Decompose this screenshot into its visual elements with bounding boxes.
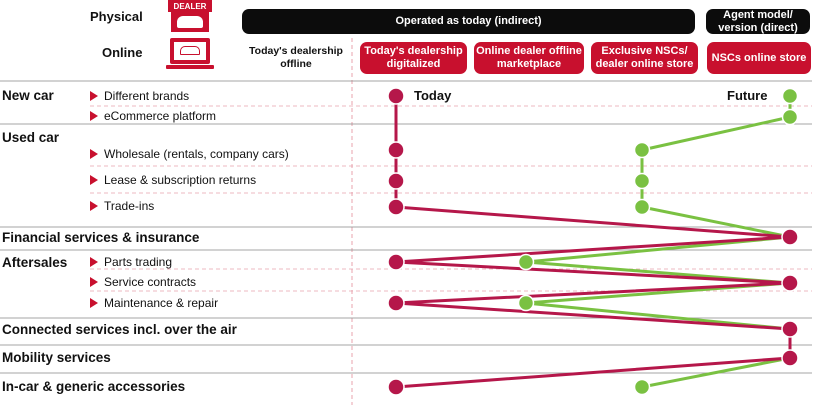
triangle-bullet-icon (90, 277, 98, 287)
triangle-bullet-icon (90, 298, 98, 308)
item-service-contracts: Service contracts (90, 275, 196, 289)
item-lease-returns: Lease & subscription returns (90, 173, 256, 187)
dealer-sign: DEALER (168, 0, 212, 12)
series-line-future (524, 96, 792, 389)
point-today (781, 228, 799, 246)
item-trade-ins: Trade-ins (90, 199, 154, 213)
point-today (781, 349, 799, 367)
item-wholesale: Wholesale (rentals, company cars) (90, 147, 289, 161)
item-maintenance-repair: Maintenance & repair (90, 296, 218, 310)
point-future (781, 108, 799, 126)
category-financial-services: Financial services & insurance (2, 230, 200, 245)
point-today (387, 253, 405, 271)
point-future (633, 198, 651, 216)
triangle-bullet-icon (90, 201, 98, 211)
category-accessories: In-car & generic accessories (2, 379, 186, 394)
col-marketplace: Online dealer offline marketplace (474, 42, 584, 74)
online-label: Online (102, 45, 143, 60)
today-label: Today (414, 88, 452, 103)
point-future (633, 378, 651, 396)
col-offline: Today's dealership offline (249, 45, 343, 70)
point-today (387, 378, 405, 396)
col-nsc-online: NSCs online store (707, 42, 811, 74)
category-used-car: Used car (2, 130, 60, 145)
physical-label: Physical (90, 9, 143, 24)
point-future (517, 294, 535, 312)
point-today (387, 87, 405, 105)
category-new-car: New car (2, 88, 54, 103)
col-exclusive-nsc: Exclusive NSCs/ dealer online store (591, 42, 698, 74)
item-parts-trading: Parts trading (90, 255, 172, 269)
point-future (517, 253, 535, 271)
point-today (387, 198, 405, 216)
triangle-bullet-icon (90, 91, 98, 101)
point-today (387, 172, 405, 190)
laptop-icon (166, 38, 214, 74)
triangle-bullet-icon (90, 149, 98, 159)
point-today (387, 294, 405, 312)
point-future (633, 141, 651, 159)
item-different-brands: Different brands (90, 89, 189, 103)
triangle-bullet-icon (90, 111, 98, 121)
item-ecommerce-platform: eCommerce platform (90, 109, 216, 123)
point-today (387, 141, 405, 159)
category-mobility-services: Mobility services (2, 350, 111, 365)
dealer-store-icon: DEALER (168, 0, 212, 34)
point-today (781, 320, 799, 338)
category-aftersales: Aftersales (2, 255, 68, 270)
point-future (781, 87, 799, 105)
point-future (633, 172, 651, 190)
future-label: Future (727, 88, 768, 103)
group-direct: Agent model/ version (direct) (706, 9, 810, 34)
series-line-today (394, 96, 792, 389)
triangle-bullet-icon (90, 257, 98, 267)
triangle-bullet-icon (90, 175, 98, 185)
col-digitalized: Today's dealership digitalized (360, 42, 467, 74)
group-indirect: Operated as today (indirect) (242, 9, 695, 34)
point-today (781, 274, 799, 292)
category-connected-services: Connected services incl. over the air (2, 322, 237, 337)
